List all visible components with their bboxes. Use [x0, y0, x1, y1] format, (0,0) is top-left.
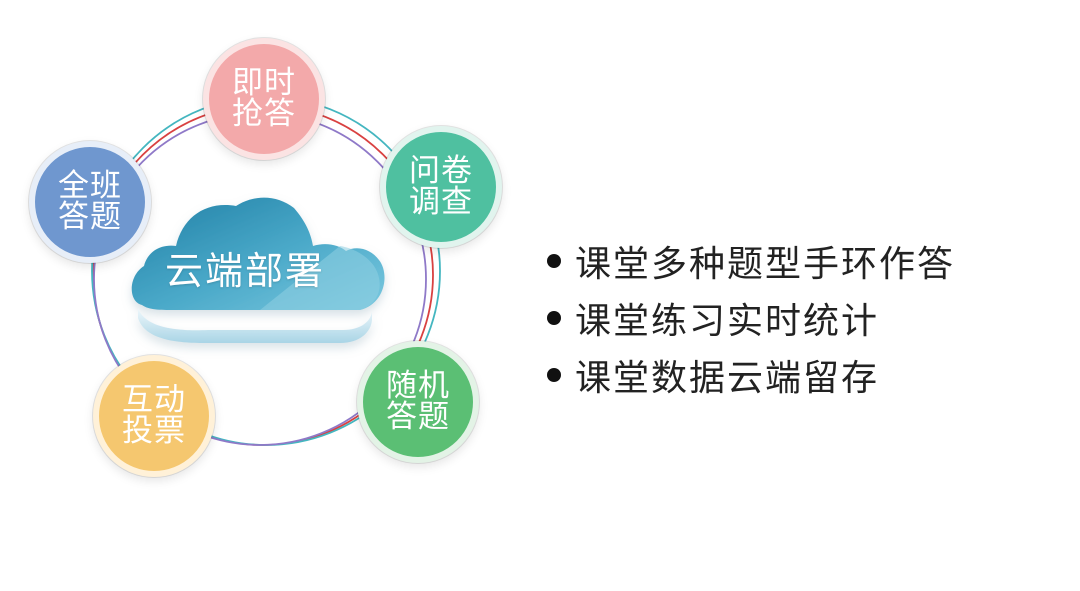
feature-list: 课堂多种题型手环作答 课堂练习实时统计 课堂数据云端留存 — [547, 236, 955, 407]
feature-item: 课堂数据云端留存 — [547, 350, 955, 400]
random-answer-node: 随机答题 — [357, 341, 479, 463]
cloud-highlight — [260, 246, 380, 310]
cloud-deployment-label: 云端部署 — [165, 249, 326, 293]
survey-label: 问卷调查 — [409, 153, 473, 220]
interactive-vote-node: 互动投票 — [93, 355, 215, 477]
cloud-base-shadow — [138, 308, 373, 343]
cloud-graphic — [131, 197, 385, 343]
feature-text: 课堂练习实时统计 — [575, 301, 880, 342]
feature-text: 课堂多种题型手环作答 — [575, 244, 956, 285]
interactive-vote-label: 互动投票 — [122, 382, 186, 449]
bullet-dot-icon — [547, 368, 561, 382]
survey-node: 问卷调查 — [380, 126, 502, 248]
random-answer-label: 随机答题 — [386, 368, 450, 435]
feature-text: 课堂数据云端留存 — [575, 358, 880, 399]
instant-answer-label: 即时抢答 — [232, 65, 296, 132]
instant-answer-node: 即时抢答 — [203, 38, 325, 160]
feature-item: 课堂多种题型手环作答 — [547, 236, 955, 286]
whole-class-answer-node: 全班答题 — [29, 141, 151, 263]
bullet-dot-icon — [547, 311, 561, 325]
bullet-dot-icon — [547, 254, 561, 268]
whole-class-answer-label: 全班答题 — [58, 168, 122, 235]
feature-item: 课堂练习实时统计 — [547, 293, 955, 343]
